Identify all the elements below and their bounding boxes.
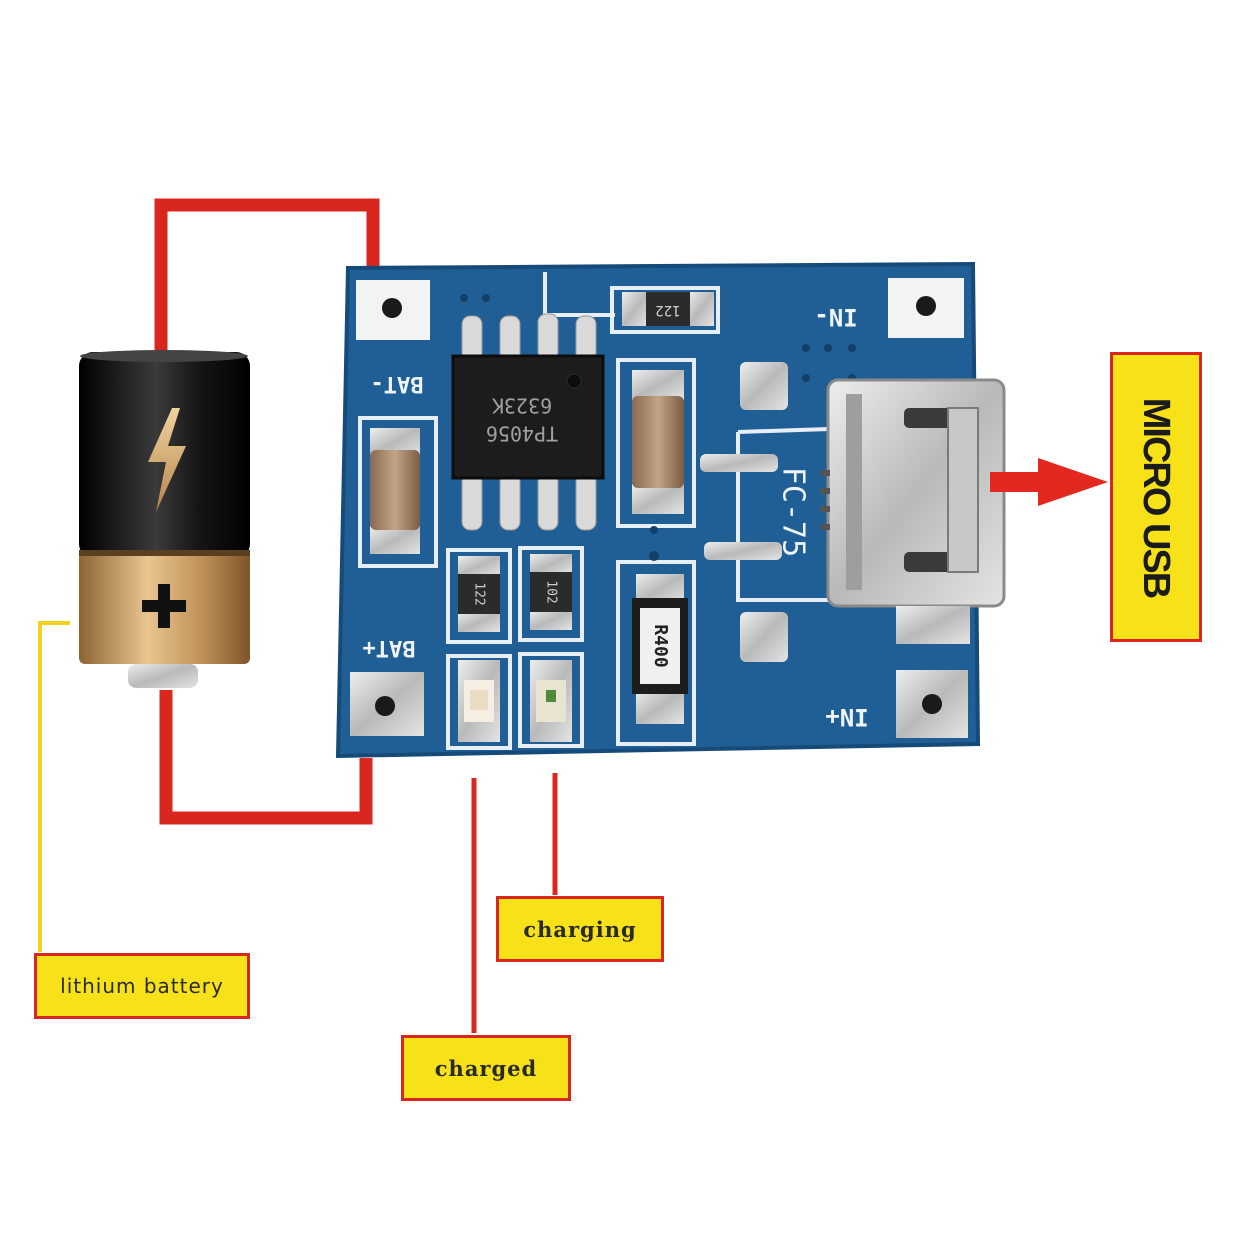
label-fc75: FC-75 [776,467,811,557]
resistor-top: 122 [622,292,714,326]
arrow-to-usb-label [990,458,1108,506]
micro-usb-connector [820,378,1006,644]
pad-bat-plus [350,672,424,736]
resistor-big: R400 [632,574,688,724]
leader-battery [38,621,70,952]
resistor-top-marking: 122 [655,302,680,318]
capacitor-right [632,370,684,514]
label-lithium-battery-text: lithium battery [60,974,224,998]
resistor-left: 122 [458,556,500,632]
battery-icon [79,350,250,688]
pad-in-plus [896,670,968,738]
pad-bat-minus [356,280,430,340]
label-in-plus: IN+ [825,703,868,731]
label-bat-plus: BAT+ [363,635,416,660]
resistor-right-marking: 102 [544,580,559,603]
chip-marking-line2: 6323K [492,394,552,418]
label-in-minus: IN- [814,303,857,331]
chip-tp4056: 6323K TP4056 [451,313,605,531]
label-bat-minus: BAT- [371,371,424,396]
label-charged-text: charged [434,1055,538,1081]
pad-in-minus [888,278,964,338]
led-charging [530,660,572,742]
wire-bat-plus [159,690,373,825]
resistor-left-marking: 122 [472,582,487,605]
label-charging-text: charging [523,916,637,942]
resistor-right: 102 [530,554,572,630]
label-charged: charged [401,1035,571,1101]
label-charging: charging [496,896,664,962]
label-micro-usb: MICRO USB [1110,352,1202,642]
led-charged [458,660,500,742]
label-lithium-battery: lithium battery [34,953,250,1019]
chip-marking-line1: TP4056 [486,422,558,446]
usb-mount-pads [700,362,788,662]
label-micro-usb-text: MICRO USB [1135,397,1178,597]
resistor-big-marking: R400 [650,624,671,667]
wire-bat-minus [154,198,380,352]
capacitor-left [370,428,420,554]
